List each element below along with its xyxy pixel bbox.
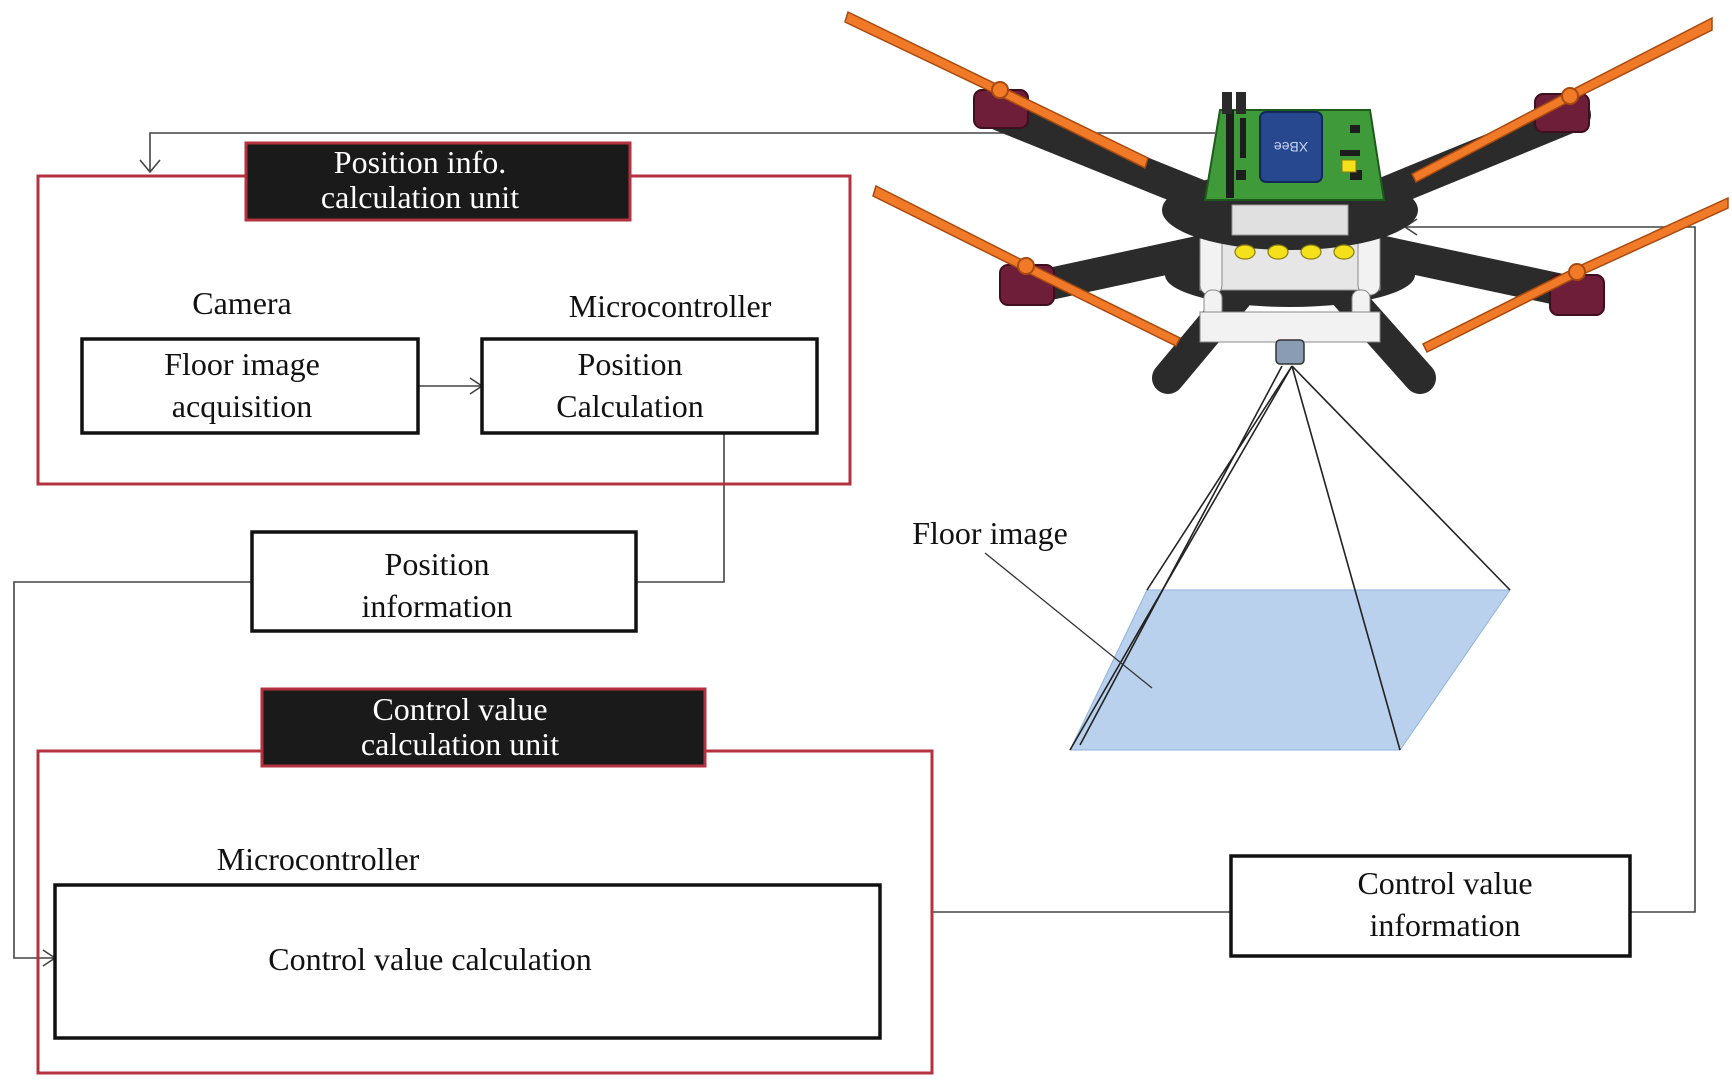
control-value-calculation-box bbox=[53, 883, 882, 1040]
drone-propellers bbox=[844, 10, 1729, 354]
calc-box-line2: Calculation bbox=[556, 388, 704, 424]
control-value-information-box bbox=[1229, 854, 1632, 958]
control-unit-header-line2: calculation unit bbox=[361, 726, 559, 762]
camera-view-frustum bbox=[1069, 365, 1511, 751]
board-switch bbox=[1341, 159, 1357, 173]
control-unit-header-line1: Control value bbox=[372, 691, 547, 727]
control-value-information: Control value information bbox=[1229, 854, 1632, 958]
floor-image-patch bbox=[1069, 589, 1511, 751]
propeller-hubs bbox=[991, 81, 1586, 281]
calc-box-line1: Position bbox=[578, 346, 683, 382]
microcontroller-label-bottom: Microcontroller bbox=[217, 841, 420, 877]
position-information-box bbox=[250, 530, 638, 633]
control-info-line2: information bbox=[1369, 907, 1520, 943]
control-unit-header bbox=[260, 687, 707, 768]
position-info-calculation-unit: Position info. calculation unit Camera M… bbox=[36, 141, 852, 486]
control-info-line1: Control value bbox=[1357, 865, 1532, 901]
position-info-line2: information bbox=[361, 588, 512, 624]
position-unit-border bbox=[36, 174, 852, 486]
camera-mount-plate bbox=[1199, 311, 1381, 343]
position-info-line1: Position bbox=[385, 546, 490, 582]
camera-view: Floor image bbox=[912, 365, 1511, 751]
control-value-calculation-unit: Control value calculation unit Microcont… bbox=[36, 687, 934, 1075]
position-unit-header-line1: Position info. bbox=[334, 144, 506, 180]
position-information: Position information bbox=[250, 530, 638, 633]
floor-image-label: Floor image bbox=[912, 515, 1068, 551]
board-connector-2 bbox=[1236, 92, 1246, 114]
connector-calculation-to-position-info bbox=[636, 434, 725, 583]
floor-box-line2: acquisition bbox=[172, 388, 312, 424]
connector-drone-to-position-unit bbox=[149, 132, 1215, 172]
connector-control-info-to-drone bbox=[1405, 226, 1696, 913]
control-calc-label: Control value calculation bbox=[268, 941, 591, 977]
microcontroller-label-top: Microcontroller bbox=[569, 288, 772, 324]
position-unit-header-line2: calculation unit bbox=[321, 179, 519, 215]
connector-lines bbox=[13, 132, 1696, 967]
arrowhead-position-unit bbox=[139, 159, 161, 174]
floor-image-acquisition-box bbox=[80, 337, 420, 435]
board-components bbox=[1226, 110, 1362, 198]
floor-image-pointer bbox=[984, 552, 1153, 689]
camera-label: Camera bbox=[192, 285, 292, 321]
drone-inner-frame bbox=[1231, 204, 1349, 236]
quadcopter-illustration: XBee bbox=[844, 10, 1729, 394]
position-unit-header bbox=[244, 141, 632, 222]
board-connector bbox=[1222, 92, 1232, 114]
position-calculation-box bbox=[480, 337, 819, 435]
xbee-module: XBee bbox=[1259, 111, 1323, 183]
connector-position-info-to-control-calc bbox=[13, 581, 252, 959]
drone-status-leds bbox=[1234, 244, 1355, 260]
xbee-label: XBee bbox=[1274, 139, 1308, 155]
floor-box-line1: Floor image bbox=[164, 346, 320, 382]
downward-camera bbox=[1275, 339, 1305, 365]
